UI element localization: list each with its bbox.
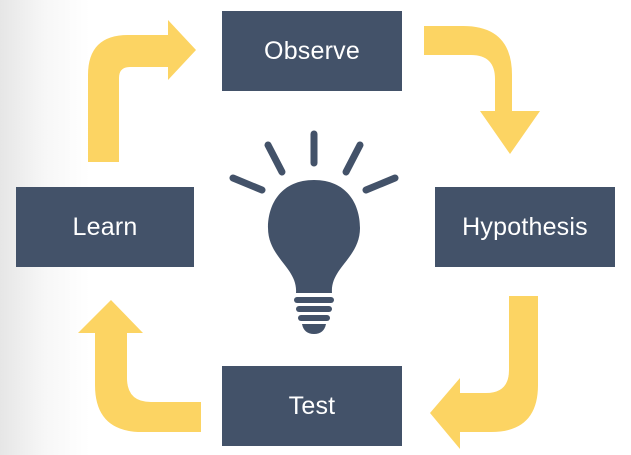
bulb-band <box>294 297 334 303</box>
curved-arrow-icon <box>424 26 540 154</box>
bulb-tip <box>302 324 326 334</box>
bulb-band <box>298 315 330 321</box>
curved-arrow-icon <box>88 20 196 162</box>
lightbulb-icon <box>229 130 399 334</box>
curved-arrow-icon <box>78 300 201 432</box>
step-observe: Observe <box>222 11 402 91</box>
light-rays <box>229 130 399 194</box>
step-hypothesis: Hypothesis <box>435 187 615 267</box>
bulb-glass <box>268 180 360 293</box>
bulb-band <box>296 306 332 312</box>
step-test: Test <box>222 366 402 446</box>
curved-arrow-icon <box>430 296 538 449</box>
step-learn: Learn <box>16 187 194 267</box>
